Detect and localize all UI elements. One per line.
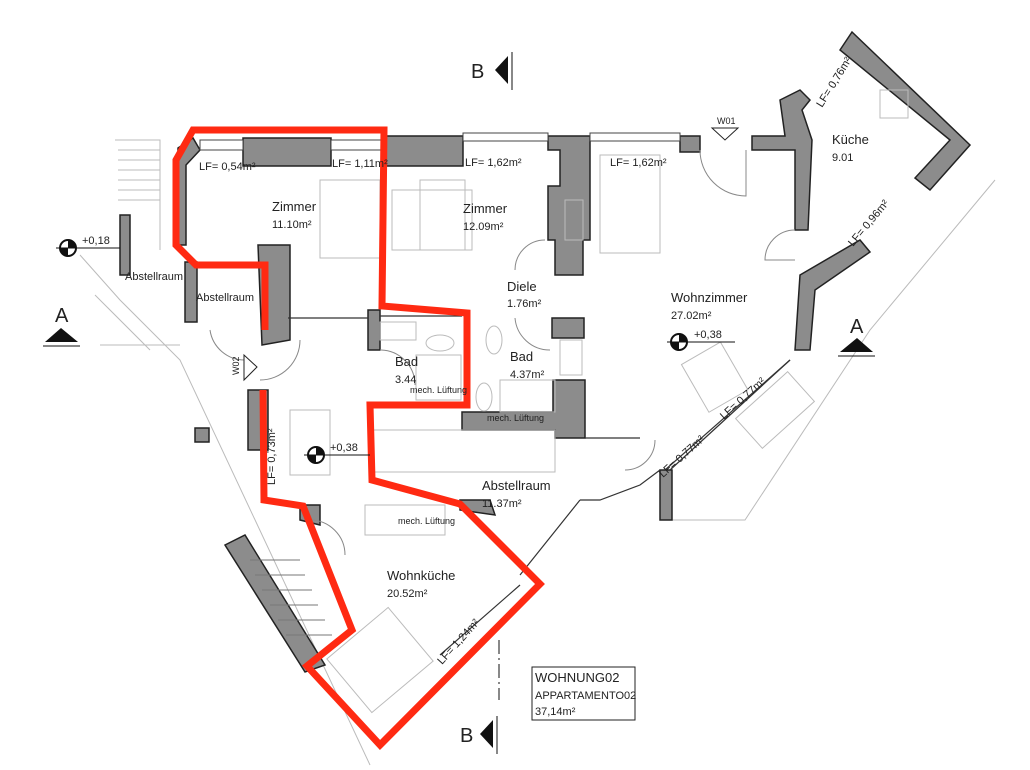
room-name: Wohnküche [387,568,455,583]
window-area-label: LF= 1,11m² [332,158,388,170]
section-marker-a-left: A [43,305,80,347]
level-marker: +0,38 [304,442,370,464]
svg-text:W01: W01 [717,116,736,126]
window-area-label: LF= 1,24m² [435,617,482,667]
ventilation-label: mech. Lüftung [410,385,467,395]
room-name: Abstellraum [196,292,254,304]
window-area-label: LF= 0,96m² [846,198,892,249]
level-marker: +0,18 [56,235,120,257]
room-name: Küche [832,132,869,147]
svg-text:W02: W02 [231,356,241,375]
level-value: +0,38 [330,442,358,454]
apartment-info-box: WOHNUNG02 APPARTAMENTO02 37,14m² [531,666,636,721]
room-name: Abstellraum [125,271,183,283]
room-name: Bad [510,349,533,364]
level-value: +0,18 [82,235,110,247]
room-area: 27.02m² [671,310,712,322]
level-marker: +0,38 [667,329,735,351]
ventilation-label: mech. Lüftung [398,516,455,526]
room-name: Bad [395,354,418,369]
room-area: 1.76m² [507,298,542,310]
room-name: Wohnzimmer [671,290,748,305]
unit-name: WOHNUNG02 [535,670,620,685]
svg-text:A: A [850,316,864,338]
room-area: 9.01 [832,152,853,164]
room-area: 11.10m² [272,219,312,231]
room-name: Abstellraum [482,478,551,493]
room-labels: Zimmer 11.10m² Zimmer 12.09m² Diele 1.76… [125,132,869,600]
section-marker-b-top: B [471,52,513,90]
section-marker-b-bottom: B [460,716,498,754]
window-area-label: LF= 0,54m² [199,161,256,173]
window-area-label: LF= 1,62m² [465,157,522,169]
window-area-label: LF= 0,77m² [657,433,707,480]
svg-text:A: A [55,305,69,327]
doors [209,149,796,556]
room-area: 20.52m² [387,588,428,600]
apartment-outline [172,126,545,751]
entrance-marker-w01: W01 [710,116,740,141]
unit-name-it: APPARTAMENTO02 [535,690,636,702]
ventilation-label: mech. Lüftung [487,413,544,423]
room-area: 3.44 [395,374,416,386]
room-area: 11.37m² [482,498,522,510]
room-name: Zimmer [463,201,508,216]
site-lines [79,139,996,766]
entrance-marker-w02: W02 [231,353,258,382]
window-area-label: LF= 0,76m² [814,55,854,110]
window-area-label: LF= 0,73m² [266,428,278,485]
windows [199,132,791,656]
room-area: 4.37m² [510,369,545,381]
furniture [250,89,909,714]
level-value: +0,38 [694,329,722,341]
unit-area: 37,14m² [535,706,576,718]
svg-text:B: B [471,61,484,83]
room-name: Zimmer [272,199,317,214]
room-name: Diele [507,279,537,294]
section-marker-a-right: A [838,316,875,357]
svg-text:B: B [460,725,473,747]
window-area-label: LF= 1,62m² [610,157,667,169]
room-area: 12.09m² [463,221,504,233]
